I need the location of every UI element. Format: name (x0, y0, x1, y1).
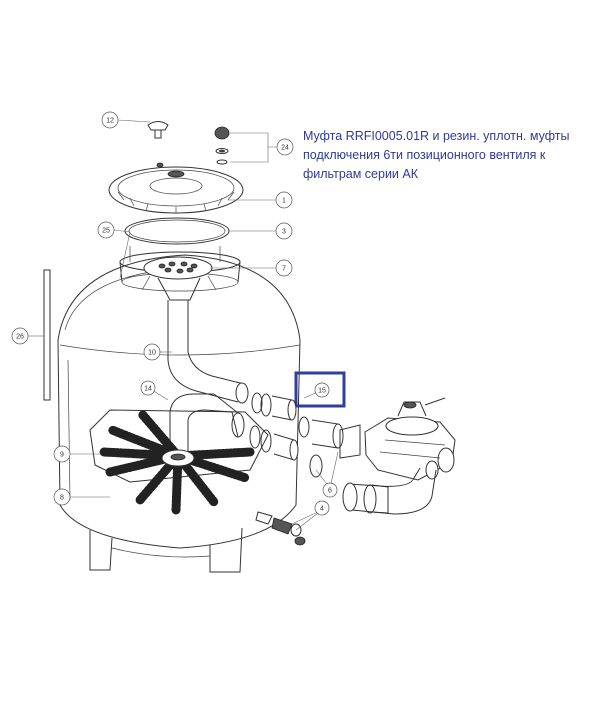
caption-line-1: Муфта RRFI0005.01R и резин. уплотн. муфт… (303, 129, 570, 143)
callout-26-label: 26 (16, 334, 24, 341)
callout-7-label: 7 (282, 266, 286, 273)
callout-9: 9 (53, 445, 71, 463)
diagram-caption: Муфта RRFI0005.01R и резин. уплотн. муфт… (303, 127, 593, 184)
coupling-highlight-box (294, 371, 346, 408)
caption-line-3: фильтрам серии АК (303, 167, 419, 181)
callout-8-label: 8 (60, 495, 64, 502)
part-cap-set (214, 126, 230, 165)
callout-12: 12 (101, 111, 119, 129)
part-distributor (141, 256, 217, 301)
callout-9-label: 9 (60, 452, 64, 459)
callout-14-label: 14 (144, 386, 152, 393)
callout-3: 3 (275, 222, 293, 240)
caption-line-2: подключения 6ти позиционного вентиля к (303, 148, 546, 162)
part-seal-ring (124, 217, 230, 245)
callout-leaders (28, 119, 339, 531)
callout-8: 8 (53, 488, 71, 506)
callout-24-label: 24 (281, 145, 289, 152)
callout-25-label: 25 (102, 228, 110, 235)
callout-3-label: 3 (282, 229, 286, 236)
part-collector-pipe (169, 393, 245, 460)
part-multiport-valve (339, 397, 456, 481)
callout-12-label: 12 (106, 118, 114, 125)
part-inner-pipe (167, 300, 249, 404)
part-laterals (89, 409, 269, 515)
callout-6: 6 (322, 482, 338, 498)
callout-4: 4 (314, 500, 330, 516)
part-drain-plug (255, 511, 306, 546)
callout-14: 14 (140, 380, 156, 396)
part-elbow-pipe (342, 467, 437, 515)
callout-1: 1 (275, 191, 293, 209)
callout-6-label: 6 (328, 488, 332, 495)
callout-25: 25 (97, 221, 115, 239)
callout-4-label: 4 (320, 506, 324, 513)
tank-body (57, 246, 301, 573)
callout-24: 24 (276, 138, 294, 156)
callout-26: 26 (11, 327, 29, 345)
part-standpipe (43, 269, 51, 401)
callout-10-label: 10 (148, 350, 156, 357)
part-knob (147, 121, 169, 139)
callout-7: 7 (275, 259, 293, 277)
callout-15: 15 (314, 382, 330, 398)
callout-15-label: 15 (318, 388, 326, 395)
callout-10: 10 (143, 343, 161, 361)
callout-1-label: 1 (282, 198, 286, 205)
part-lid (108, 162, 244, 214)
part-couplings (249, 392, 344, 478)
